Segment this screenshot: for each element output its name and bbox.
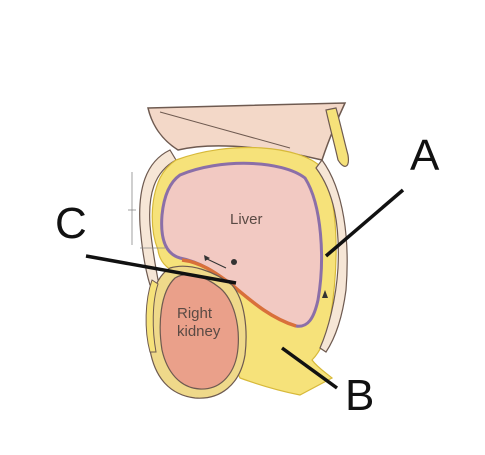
anterior-arrowhead <box>322 290 328 298</box>
callout-letter-c: C <box>55 199 87 248</box>
kidney-label-line2: kidney <box>177 323 221 340</box>
right-kidney <box>159 273 239 390</box>
recess-dot <box>231 259 237 265</box>
diaphragm-leader-line <box>159 111 291 149</box>
callout-line-a <box>324 188 405 258</box>
kidney-label-line1: Right <box>177 305 213 322</box>
upper-rib-segment <box>325 107 349 167</box>
callout-letter-a: A <box>410 131 440 180</box>
callout-line-c <box>85 254 237 285</box>
liver-label: Liver <box>230 211 263 228</box>
recess-arrowhead <box>204 255 210 261</box>
kidney-side-fat <box>145 279 159 353</box>
callout-letter-b: B <box>345 371 374 420</box>
recess-arrow <box>204 257 227 269</box>
callout-line-b <box>280 346 339 390</box>
